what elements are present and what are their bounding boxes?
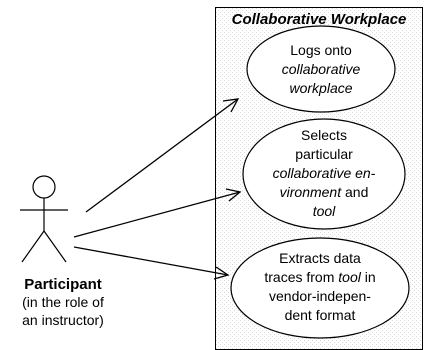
association-arrow-1 [85,98,239,213]
use-case-3-line2-pre: traces from [264,269,338,285]
use-case-1-line2: collaborative [282,61,361,77]
associations [73,98,242,280]
use-case-2-line5: tool [313,203,336,219]
use-case-extracts-traces: Extracts data traces from tool in vendor… [230,237,410,339]
association-arrow-3 [73,246,229,276]
arrowhead-2 [225,188,242,202]
arrowhead-3 [213,266,230,280]
use-case-3-line2: traces from tool in [264,269,375,285]
use-case-2-line4-rest: and [341,184,368,200]
use-case-ellipse-3 [230,237,410,339]
use-case-1-line3: workplace [289,80,352,96]
actor-name: Participant [24,276,102,293]
association-arrow-2 [73,191,241,238]
use-case-logs-onto: Logs onto collaborative workplace [246,25,396,113]
use-case-3-line3: vendor-indepen- [269,288,371,304]
arrowhead-1 [222,98,240,113]
use-case-2-line4-italic: vironment [280,184,343,200]
use-case-1-line1: Logs onto [290,42,352,58]
use-case-3-line2-italic: tool [338,269,361,285]
system-title: Collaborative Workplace [232,11,407,28]
use-case-3-line4: dent format [285,307,356,323]
actor-participant: Participant (in the role of an instructo… [20,175,104,328]
actor-note-line1: (in the role of [22,294,104,310]
use-case-2-line3: collaborative en- [273,165,376,181]
actor-head [32,175,56,199]
use-case-2-line1: Selects [301,127,347,143]
use-case-ellipse-2 [242,118,406,230]
use-case-3-line1: Extracts data [279,250,361,266]
use-case-2-line4: vironment and [280,184,369,200]
use-case-ellipse-1 [246,25,396,113]
actor-right-leg [43,230,67,263]
use-case-3-line2-post: in [361,269,376,285]
actor-left-leg [21,230,45,263]
use-case-selects-environment: Selects particular collaborative en- vir… [242,118,406,230]
actor-note-line2: an instructor) [22,312,104,328]
use-case-2-line2: particular [295,146,353,162]
